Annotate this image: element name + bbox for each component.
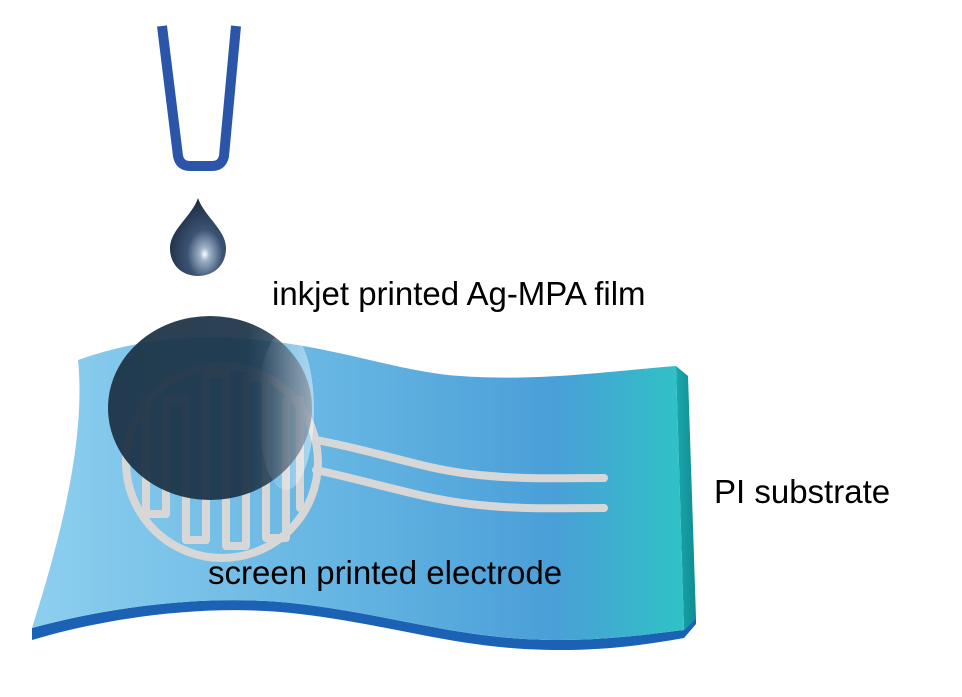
inkjet-printed-film: [108, 316, 314, 500]
ink-droplet-icon: [170, 198, 226, 276]
electrode-label: screen printed electrode: [208, 554, 562, 591]
substrate-right-edge: [676, 366, 696, 630]
substrate-front-edge: [32, 600, 696, 650]
film-label: inkjet printed Ag-MPA film: [272, 275, 646, 312]
nozzle-icon: [157, 25, 241, 171]
substrate-label: PI substrate: [714, 473, 890, 510]
